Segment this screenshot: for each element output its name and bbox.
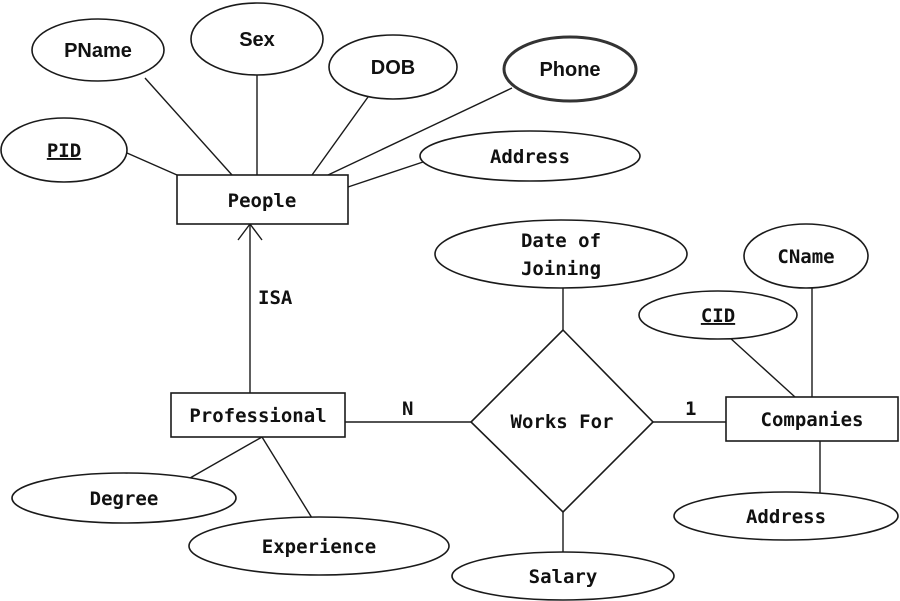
attribute-phone-label: Phone: [539, 59, 600, 81]
line-dob-people: [311, 96, 369, 176]
attribute-sex: Sex: [190, 2, 324, 76]
attribute-phone-multivalued: Phone: [502, 35, 638, 103]
entity-people: People: [176, 174, 349, 225]
attribute-company-address-label: Address: [746, 506, 826, 528]
attribute-cid-label: CID: [701, 305, 735, 327]
attribute-experience-label: Experience: [262, 536, 376, 558]
attribute-date-of-joining-label-2: Joining: [521, 258, 601, 280]
entity-companies-label: Companies: [761, 409, 864, 431]
attribute-people-address: Address: [419, 130, 641, 182]
attribute-degree: Degree: [11, 472, 237, 524]
entity-companies: Companies: [725, 396, 899, 442]
attribute-cid-key: CID: [638, 290, 798, 340]
relationship-works-for-label: Works For: [511, 411, 614, 433]
attribute-pname: PName: [31, 18, 165, 82]
line-experience-professional: [261, 436, 313, 519]
attribute-company-address: Address: [673, 491, 899, 541]
line-address-people: [347, 161, 424, 188]
attribute-date-of-joining-label-1: Date of: [521, 230, 601, 252]
attribute-cname: CName: [743, 223, 869, 289]
relationship-works-for: Works For: [469, 328, 655, 514]
attribute-pid-label: PID: [47, 140, 81, 162]
attribute-date-of-joining: Date of Joining: [434, 219, 688, 289]
cardinality-1-label: 1: [685, 398, 696, 420]
line-pid-people: [126, 152, 178, 176]
attribute-sex-label: Sex: [239, 29, 275, 51]
entity-people-label: People: [228, 190, 297, 212]
attribute-salary-label: Salary: [529, 566, 598, 588]
isa-label: ISA: [258, 287, 293, 309]
cardinality-n-label: N: [402, 398, 413, 420]
line-pname-people: [144, 77, 233, 176]
line-degree-professional: [189, 436, 263, 479]
attribute-degree-label: Degree: [90, 488, 159, 510]
attribute-salary: Salary: [451, 551, 675, 601]
connector-lines: [126, 75, 821, 552]
entity-professional: Professional: [170, 392, 346, 438]
attribute-people-address-label: Address: [490, 146, 570, 168]
entity-professional-label: Professional: [189, 405, 326, 427]
attribute-pname-label: PName: [64, 40, 132, 62]
line-cid-companies: [728, 336, 796, 398]
attribute-experience: Experience: [188, 516, 450, 576]
attribute-cname-label: CName: [777, 246, 834, 268]
attribute-dob-label: DOB: [371, 57, 415, 79]
attribute-dob: DOB: [328, 34, 458, 100]
attribute-pid-key: PID: [0, 117, 128, 183]
line-phone-people: [327, 87, 513, 176]
